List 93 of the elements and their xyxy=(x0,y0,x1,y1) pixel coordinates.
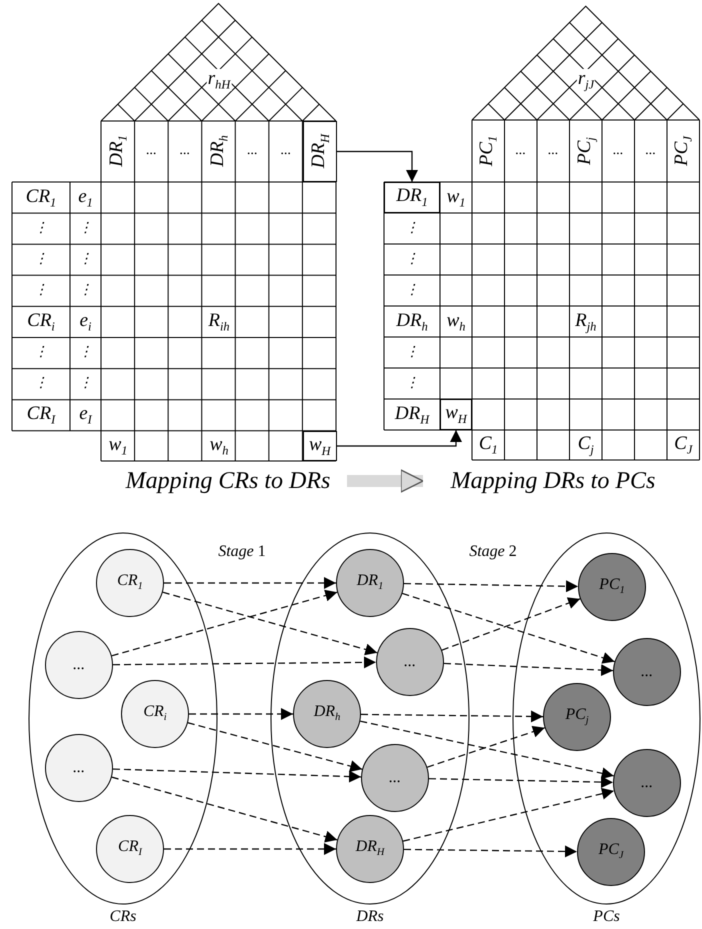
dashed-arrow xyxy=(112,768,362,783)
cell-text: w$_{H}$ xyxy=(308,434,331,458)
node-label: CR$_{i}$ xyxy=(143,704,167,724)
group-caption: PCs xyxy=(593,909,620,925)
stage-label: Stage 1 xyxy=(218,544,266,560)
node-label: ... xyxy=(641,775,653,791)
cell-text: ... xyxy=(247,144,258,158)
cell-text: w$_{H}$ xyxy=(445,403,467,426)
dashed-arrow xyxy=(404,845,578,858)
node-label: PC$_{J}$ xyxy=(598,842,624,862)
cell-text: w$_{h}$ xyxy=(446,310,466,333)
matrix-cell xyxy=(384,182,440,213)
roof-label: r$_{hH}$ xyxy=(206,68,232,92)
cell-text: ⋮ xyxy=(405,346,419,360)
cell-text: CR$_{i}$ xyxy=(27,310,55,333)
matrix-cell xyxy=(303,121,336,182)
cell-text: R$_{ih}$ xyxy=(208,310,230,333)
node-label: DR$_{h}$ xyxy=(314,704,340,724)
cell-text: ... xyxy=(646,144,656,158)
cell-text: ... xyxy=(613,144,624,158)
group-caption: CRs xyxy=(110,909,136,925)
node-label: ... xyxy=(404,654,416,670)
cell-text: e$_{I}$ xyxy=(79,404,92,426)
cell-text: ⋮ xyxy=(405,252,419,266)
dashed-arrow xyxy=(361,710,543,722)
node-label: DR$_{1}$ xyxy=(356,573,384,593)
cell-text: ... xyxy=(548,144,558,158)
cell-text: e$_{1}$ xyxy=(78,186,93,209)
dashed-arrow xyxy=(428,776,614,788)
node-label: ... xyxy=(389,770,401,786)
cell-text: ⋮ xyxy=(405,222,419,236)
cell-text: w$_{h}$ xyxy=(210,434,228,458)
cell-text: ⋮ xyxy=(78,284,92,298)
arrow xyxy=(336,430,462,447)
cell-text: C$_{J}$ xyxy=(674,434,692,456)
dashed-arrow xyxy=(402,592,615,664)
cell-text: ... xyxy=(146,144,157,158)
cell-text: ⋮ xyxy=(78,252,92,267)
dashed-arrow xyxy=(112,776,338,842)
cell-text: ⋮ xyxy=(405,284,419,298)
cell-text: ... xyxy=(516,144,526,158)
cell-text: w$_{1}$ xyxy=(108,434,128,458)
node-label: PC$_{j}$ xyxy=(565,707,589,727)
cell-text: CR$_{1}$ xyxy=(26,186,56,209)
cell-text: ... xyxy=(280,144,292,158)
node-label: PC$_{1}$ xyxy=(599,577,625,597)
dashed-arrow xyxy=(189,708,293,720)
dashed-arrow xyxy=(164,843,336,855)
cell-text: C$_{j}$ xyxy=(578,434,594,456)
dashed-arrow xyxy=(444,662,614,676)
group-caption: DRs xyxy=(356,909,384,925)
roof-label: r$_{jJ}$ xyxy=(576,68,596,92)
cell-text: C$_{1}$ xyxy=(478,434,498,456)
dashed-arrow xyxy=(404,580,578,592)
matrix-cell xyxy=(303,431,336,461)
node-label: CR$_{I}$ xyxy=(118,839,142,859)
cell-text: CR$_{I}$ xyxy=(26,404,56,426)
node-label: CR$_{1}$ xyxy=(117,573,143,593)
block-arrow xyxy=(347,469,424,493)
dashed-arrow xyxy=(188,722,362,772)
cell-text: ⋮ xyxy=(78,222,92,236)
dashed-arrow xyxy=(442,597,580,651)
dashed-arrow xyxy=(112,590,338,656)
cell-text: ⋮ xyxy=(34,346,48,360)
cell-text: ⋮ xyxy=(405,376,419,390)
dashed-arrow xyxy=(360,720,614,780)
cell-text: DR$_{1}$ xyxy=(396,186,428,209)
cell-text: ⋮ xyxy=(34,222,48,236)
cell-text: ... xyxy=(180,144,190,158)
cell-text: ⋮ xyxy=(34,284,48,298)
node-label: ... xyxy=(73,760,85,776)
matrix-cell xyxy=(440,399,472,430)
cell-text: w$_{1}$ xyxy=(446,186,466,209)
cell-text: ⋮ xyxy=(34,377,48,392)
cell-text: R$_{jh}$ xyxy=(575,310,596,333)
cell-text: DR$_{h}$ xyxy=(396,310,428,333)
node-label: ... xyxy=(641,664,653,680)
mapping-caption: Mapping DRs to PCs xyxy=(450,469,656,493)
cell-text: ⋮ xyxy=(78,346,92,360)
dashed-arrow xyxy=(164,577,336,589)
node-label: ... xyxy=(73,657,85,673)
cell-text: DR$_{H}$ xyxy=(394,403,430,426)
arrow xyxy=(336,150,418,182)
dashed-arrow xyxy=(402,788,614,842)
dashed-arrow xyxy=(113,656,376,668)
stage-label: Stage 2 xyxy=(469,544,517,560)
dashed-arrow xyxy=(427,726,545,768)
cell-text: e$_{i}$ xyxy=(80,310,92,333)
node-label: DR$_{H}$ xyxy=(356,839,384,859)
mapping-caption: Mapping CRs to DRs xyxy=(126,469,330,493)
cell-text: ⋮ xyxy=(78,377,92,392)
dashed-arrow xyxy=(162,592,378,656)
cell-text: ⋮ xyxy=(34,252,48,267)
